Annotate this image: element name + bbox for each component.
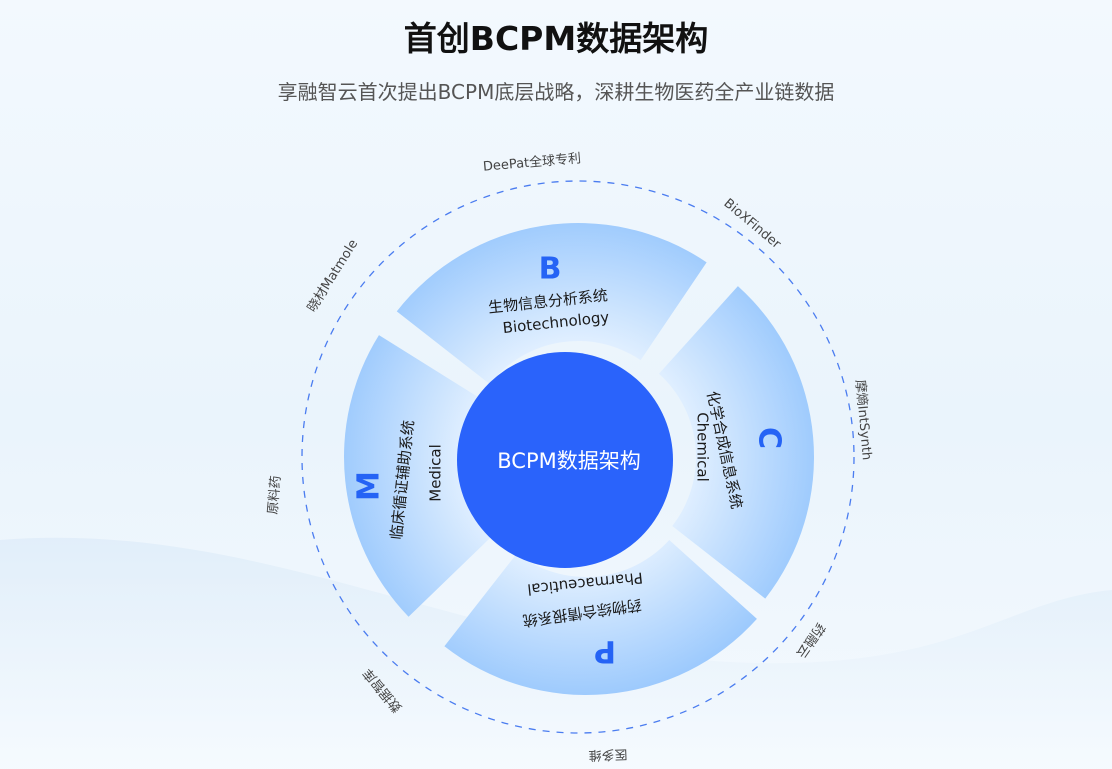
- sector-en-m: Medical: [427, 444, 445, 501]
- outer-label-yiduowei[interactable]: 医多维: [588, 746, 628, 763]
- outer-dashed-ring: [301, 180, 855, 734]
- sector-biotechnology[interactable]: [396, 222, 707, 385]
- sector-en-c: Chemical: [694, 412, 712, 482]
- outer-label-matmole[interactable]: 晓材Matmole: [305, 237, 361, 315]
- sector-chemical[interactable]: [658, 286, 814, 599]
- sector-medical[interactable]: [343, 335, 494, 617]
- page-subtitle: 享融智云首次提出BCPM底层战略，深耕生物医药全产业链数据: [277, 80, 835, 104]
- outer-label-deepat[interactable]: DeePat全球专利: [482, 150, 581, 175]
- center-circle[interactable]: [457, 352, 673, 568]
- sector-pharmaceutical[interactable]: [444, 539, 757, 695]
- outer-label-api[interactable]: 原料药: [266, 475, 284, 515]
- sector-letter-m: M: [352, 471, 387, 501]
- outer-label-bioxfinder[interactable]: BioXFinder: [721, 196, 784, 253]
- center-label: BCPM数据架构: [497, 449, 640, 473]
- page-title: 首创BCPM数据架构: [403, 19, 709, 58]
- sector-letter-b: B: [539, 252, 562, 287]
- sector-letter-p: P: [594, 634, 616, 669]
- sector-letter-c: C: [752, 427, 787, 449]
- outer-label-intsynth[interactable]: 摩熵IntSynth: [852, 379, 875, 461]
- outer-label-yaorongyun[interactable]: 药融云: [793, 620, 828, 661]
